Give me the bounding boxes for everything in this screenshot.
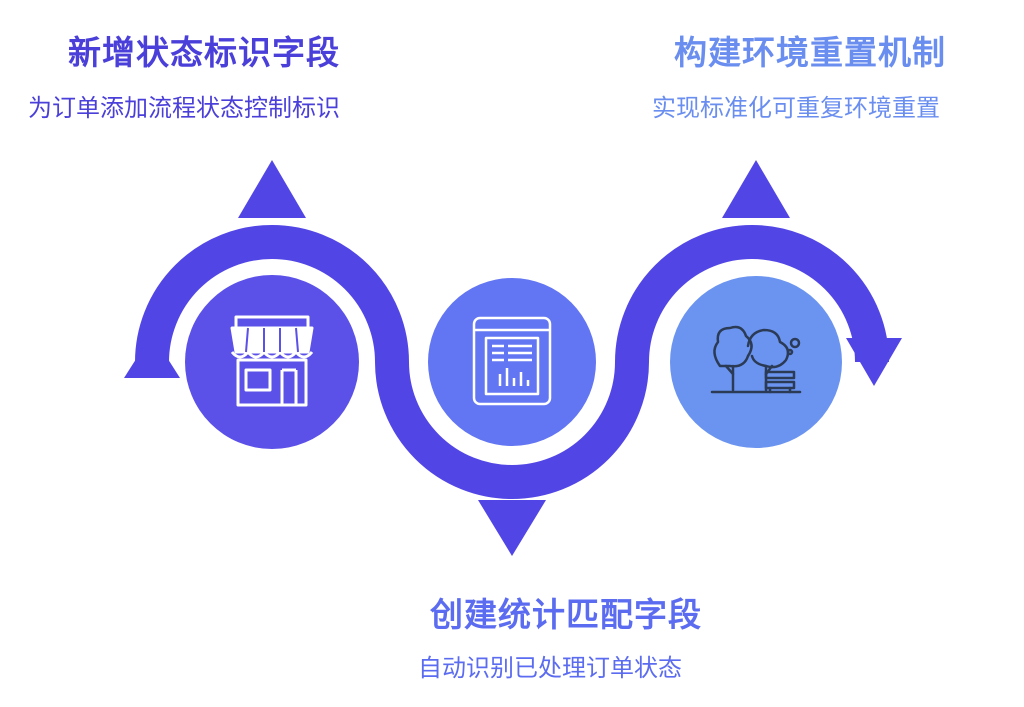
arrow-bottom-middle — [478, 500, 546, 556]
arrow-right-end — [846, 338, 902, 386]
park-trees-bench-icon — [710, 325, 802, 394]
arrow-top-right — [722, 160, 790, 218]
step3-title: 构建环境重置机制 — [674, 33, 946, 72]
step1-title: 新增状态标识字段 — [68, 33, 340, 72]
step1-description: 为订单添加流程状态控制标识 — [28, 94, 340, 122]
arrow-left-end — [124, 334, 180, 378]
step1-circle — [185, 275, 359, 449]
step2-description: 自动识别已处理订单状态 — [418, 654, 682, 682]
step2-circle — [428, 278, 596, 446]
step2-title: 创建统计匹配字段 — [430, 595, 702, 634]
wave-path — [135, 225, 889, 499]
arrow-top-left — [238, 160, 306, 218]
storefront-icon — [230, 315, 314, 407]
step3-description: 实现标准化可重复环境重置 — [652, 94, 940, 122]
report-chart-icon — [472, 316, 552, 406]
